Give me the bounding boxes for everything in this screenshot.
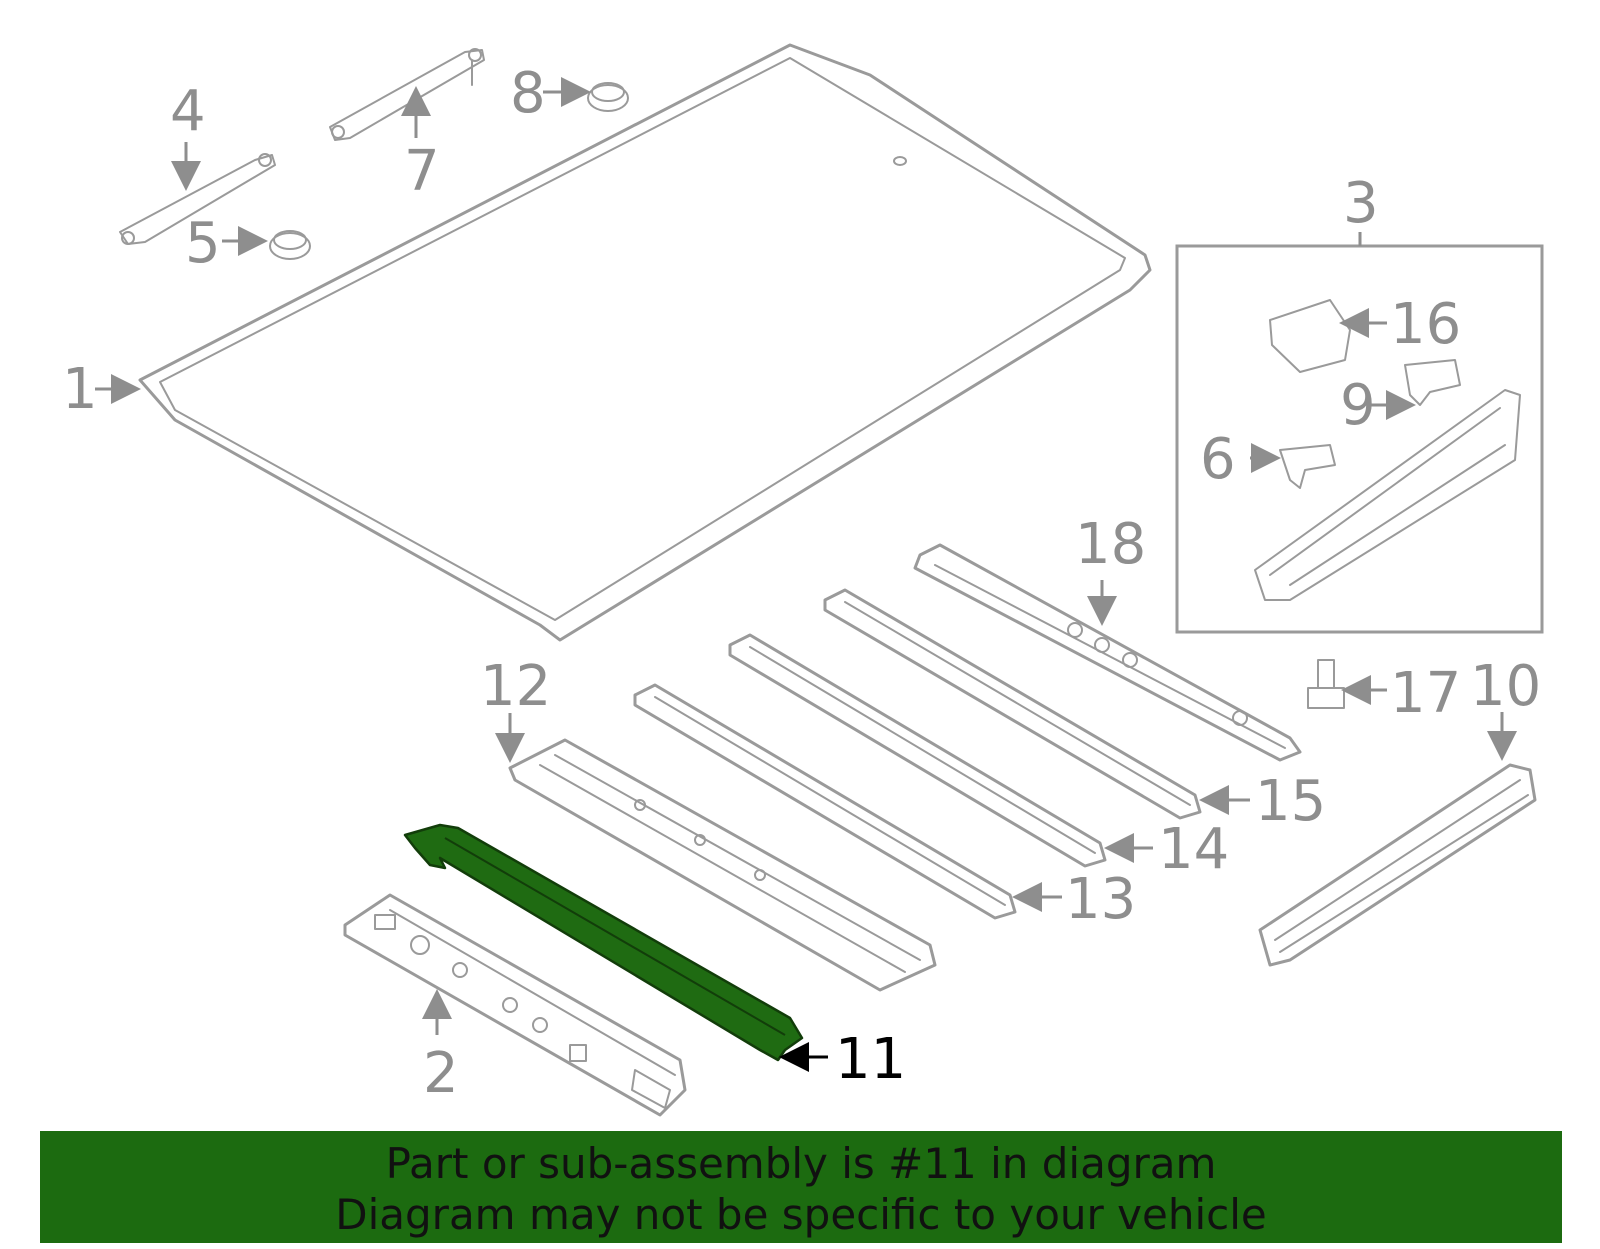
front-header-2 bbox=[343, 893, 687, 1117]
callout-15: 15 bbox=[1255, 769, 1326, 834]
bracket-6 bbox=[1279, 444, 1336, 489]
banner-line-1: Part or sub-assembly is #11 in diagram bbox=[385, 1139, 1217, 1188]
grommet-8 bbox=[587, 82, 629, 112]
callout-17: 17 bbox=[1390, 661, 1461, 726]
callout-8: 8 bbox=[510, 61, 546, 126]
roof-bow-15 bbox=[823, 588, 1202, 820]
callout-14: 14 bbox=[1158, 817, 1229, 882]
callout-11: 11 bbox=[835, 1027, 906, 1092]
banner-line-2: Diagram may not be specific to your vehi… bbox=[335, 1190, 1267, 1239]
roof-bow-18 bbox=[913, 543, 1302, 762]
bracket-16 bbox=[1269, 299, 1351, 373]
callout-arrows bbox=[95, 77, 1517, 1072]
side-rail-reinforcement bbox=[1254, 389, 1521, 601]
side-rail-10 bbox=[1258, 763, 1537, 967]
callout-4: 4 bbox=[170, 79, 206, 144]
grommet-5 bbox=[269, 230, 311, 260]
callout-9: 9 bbox=[1340, 373, 1376, 438]
callout-5: 5 bbox=[185, 211, 221, 276]
callout-12: 12 bbox=[480, 654, 551, 719]
callout-16: 16 bbox=[1390, 292, 1461, 357]
roof-bow-12 bbox=[508, 738, 937, 992]
roof-bow-14 bbox=[728, 633, 1107, 868]
roof-bracket-4 bbox=[119, 153, 276, 245]
callout-7: 7 bbox=[404, 139, 440, 204]
callout-6: 6 bbox=[1200, 427, 1236, 492]
callout-1: 1 bbox=[62, 357, 98, 422]
callout-2: 2 bbox=[423, 1041, 459, 1106]
bolt-17 bbox=[1307, 659, 1345, 709]
roof-panel bbox=[138, 43, 1152, 642]
roof-bow-11-highlighted bbox=[403, 823, 804, 1062]
callout-10: 10 bbox=[1470, 654, 1541, 719]
callout-18: 18 bbox=[1075, 512, 1146, 577]
roof-bow-13 bbox=[633, 683, 1017, 920]
info-banner: Part or sub-assembly is #11 in diagram D… bbox=[40, 1131, 1562, 1243]
callout-3: 3 bbox=[1343, 171, 1379, 236]
callout-13: 13 bbox=[1065, 867, 1136, 932]
roof-bracket-7 bbox=[329, 48, 485, 141]
